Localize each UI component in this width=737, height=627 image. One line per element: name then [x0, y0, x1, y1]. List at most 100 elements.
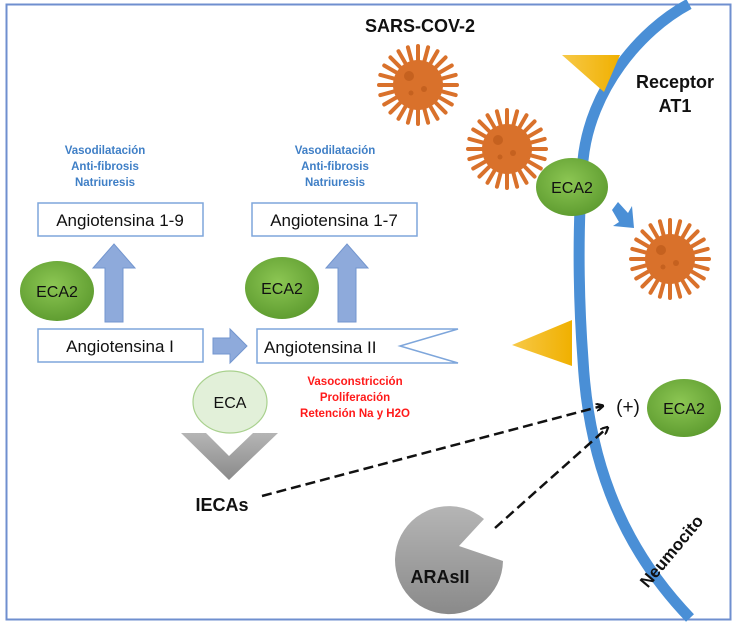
receptor-at1-label: AT1 — [659, 96, 692, 116]
virus-spike — [494, 109, 503, 128]
svg-text:Vasodilatación: Vasodilatación — [295, 145, 376, 157]
virus-spike — [436, 63, 454, 75]
virus-spike — [688, 269, 706, 281]
eca2-mid-label: ECA2 — [261, 281, 303, 298]
virus-spike — [684, 273, 700, 289]
virus-spike — [517, 167, 529, 185]
virus-spike — [494, 170, 503, 189]
svg-text:Retención Na y H2O: Retención Na y H2O — [300, 408, 410, 420]
cell-membrane — [573, 0, 694, 622]
virus-spike — [382, 63, 400, 75]
virus-spike — [428, 103, 440, 121]
virus-icon-3 — [629, 218, 711, 300]
arasii-blocker-icon — [395, 506, 503, 615]
virus-spike — [680, 223, 692, 241]
virus-spike — [521, 163, 537, 179]
virus-spike — [630, 246, 649, 255]
ang17-label: Angiotensina 1-7 — [270, 211, 398, 230]
virus-spike — [477, 119, 493, 135]
virus-spike — [648, 223, 660, 241]
virus-spike — [691, 246, 710, 255]
eca2-right-enzyme — [647, 379, 721, 437]
virus-spike — [674, 280, 683, 299]
eca2-left-enzyme — [20, 261, 94, 321]
effects-red: Vasoconstricción Proliferación Retención… — [300, 376, 410, 420]
virus-spike — [428, 49, 440, 67]
virus-spot — [673, 260, 679, 266]
virus-spike — [471, 127, 489, 139]
virus-spot — [510, 150, 516, 156]
virus-spike — [396, 103, 408, 121]
eca2-membrane-enzyme — [536, 158, 608, 216]
arasii-label: ARAsII — [410, 567, 469, 587]
virus-spike — [688, 237, 706, 249]
virus-spike — [432, 55, 448, 71]
virus-spike — [634, 269, 652, 281]
eca2-mid-enzyme — [245, 257, 319, 319]
up-arrow-mid-icon — [324, 243, 370, 323]
iecas-label: IECAs — [195, 495, 248, 515]
virus-spike — [691, 263, 710, 272]
virus-spike — [477, 163, 493, 179]
virus-body — [645, 234, 695, 284]
virus-spot — [408, 90, 414, 96]
virus-spike — [439, 72, 458, 81]
virus-spike — [378, 72, 397, 81]
virus-title: SARS-COV-2 — [365, 16, 475, 36]
virus-spike — [422, 106, 431, 125]
eca-enzyme — [192, 370, 268, 434]
virus-spike — [674, 219, 683, 238]
virus-spike — [396, 49, 408, 67]
svg-text:Natriuresis: Natriuresis — [75, 177, 135, 189]
svg-text:Anti-fibrosis: Anti-fibrosis — [301, 161, 369, 173]
virus-body — [482, 124, 532, 174]
ang19-box — [37, 202, 204, 237]
entry-arrow-icon — [612, 202, 634, 228]
virus-spike — [378, 89, 397, 98]
ang19-label: Angiotensina 1-9 — [56, 211, 184, 230]
virus-spike — [640, 229, 656, 245]
virus-spike — [471, 159, 489, 171]
virus-spot — [497, 154, 503, 160]
ang2-label: Angiotensina II — [264, 338, 376, 357]
virus-spike — [485, 167, 497, 185]
arasii-dashed-arrow — [494, 428, 607, 529]
virus-spike — [657, 219, 666, 238]
ang1-box — [37, 328, 204, 363]
virus-spike — [528, 153, 547, 162]
virus-body — [393, 60, 443, 110]
right-arrow-icon — [212, 327, 248, 365]
virus-spike — [436, 95, 454, 107]
virus-spike — [467, 153, 486, 162]
receptor-label: Receptor — [636, 72, 714, 92]
virus-spot — [656, 245, 666, 255]
iecas-inhibitor-icon — [181, 433, 278, 480]
virus-spike — [528, 136, 547, 145]
eca-label: ECA — [214, 395, 247, 412]
ang1-label: Angiotensina I — [66, 337, 174, 356]
virus-spike — [405, 45, 414, 64]
virus-icon-2 — [466, 108, 548, 190]
receptor-at1-top — [562, 55, 620, 92]
receptor-at1-mid — [512, 320, 572, 366]
plus-label: (+) — [616, 397, 640, 418]
virus-spike — [657, 280, 666, 299]
virus-spike — [388, 55, 404, 71]
eca2-left-label: ECA2 — [36, 284, 78, 301]
outer-frame — [5, 3, 732, 621]
virus-spike — [525, 127, 543, 139]
virus-spike — [422, 45, 431, 64]
virus-spike — [405, 106, 414, 125]
svg-text:Natriuresis: Natriuresis — [305, 177, 365, 189]
svg-text:Vasoconstricción: Vasoconstricción — [307, 376, 402, 388]
svg-text:Proliferación: Proliferación — [320, 392, 390, 404]
virus-spot — [493, 135, 503, 145]
virus-spike — [511, 109, 520, 128]
virus-spike — [634, 237, 652, 249]
eca2-membrane-label: ECA2 — [551, 180, 593, 197]
virus-spike — [684, 229, 700, 245]
effects-left: Vasodilatación Anti-fibrosis Natriuresis — [65, 145, 146, 189]
virus-spike — [382, 95, 400, 107]
ang17-box — [251, 202, 418, 237]
